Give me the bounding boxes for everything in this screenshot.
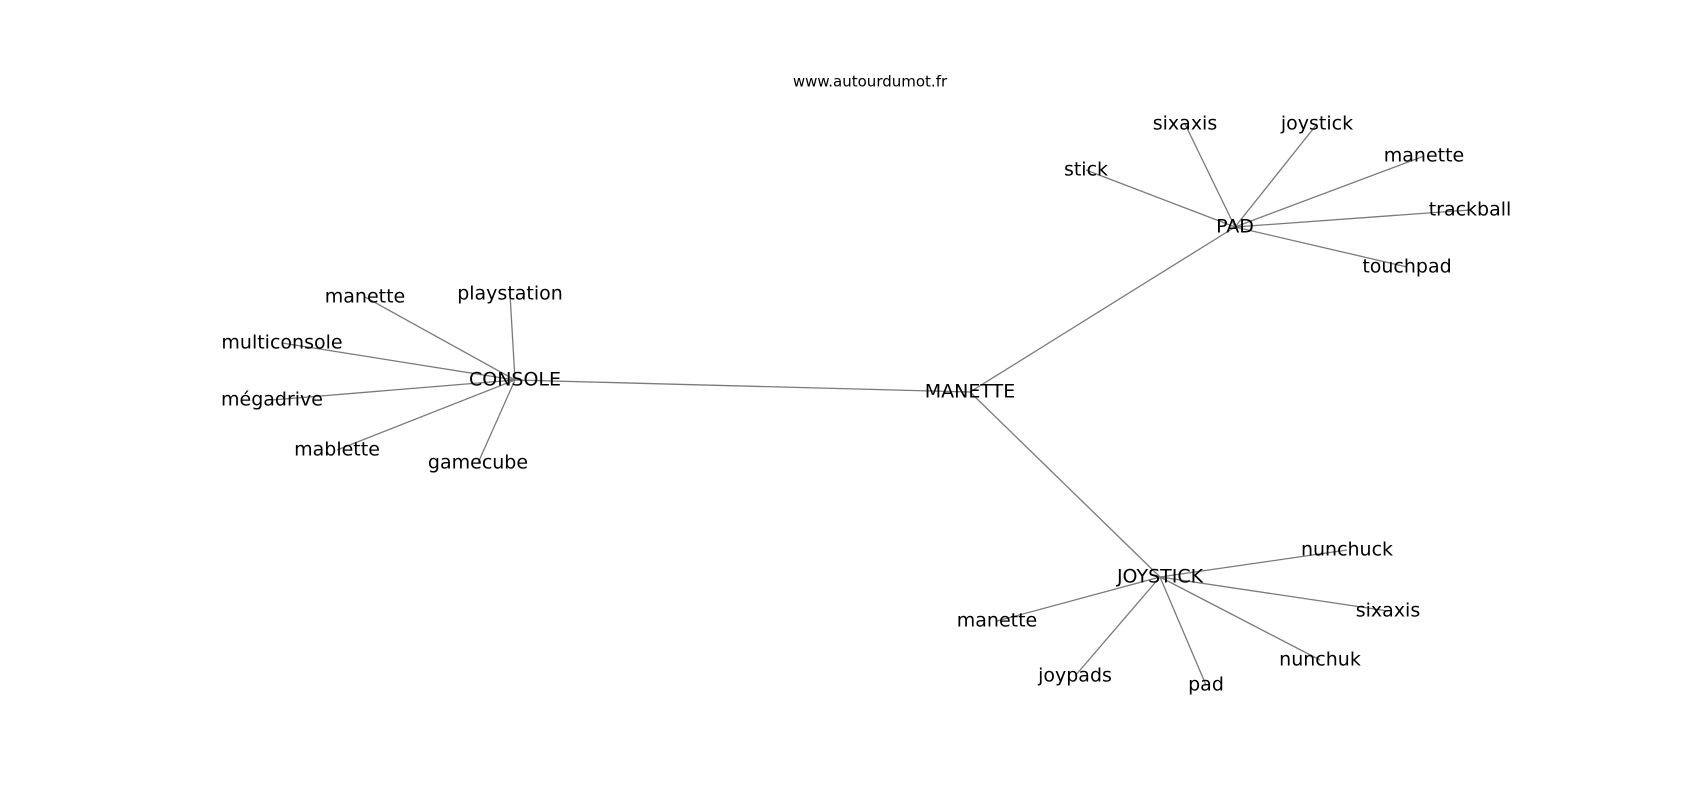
- leaf-node-pad-2: joystick: [1280, 113, 1353, 135]
- edge-root-console: [514, 379, 971, 393]
- edge-joystick-leaf-1: [1159, 576, 1389, 612]
- edge-pad-leaf-2: [1234, 123, 1318, 228]
- leaf-node-console-3: mégadrive: [221, 389, 323, 411]
- leaf-node-joystick-5: manette: [957, 610, 1037, 632]
- hub-node-pad: PAD: [1216, 216, 1254, 238]
- edge-console-leaf-5: [477, 379, 516, 464]
- edge-joystick-leaf-5: [996, 576, 1161, 622]
- edge-console-leaf-0: [364, 296, 516, 381]
- edge-pad-leaf-1: [1184, 123, 1236, 228]
- edge-joystick-leaf-2: [1159, 576, 1321, 661]
- hub-node-joystick: JOYSTICK: [1116, 566, 1204, 588]
- edge-root-pad: [969, 226, 1236, 393]
- hub-node-console: CONSOLE: [469, 369, 561, 391]
- edge-joystick-leaf-0: [1159, 549, 1348, 578]
- leaf-node-console-0: manette: [325, 286, 405, 308]
- edge-pad-leaf-5: [1234, 226, 1408, 268]
- leaf-node-console-4: mablette: [294, 439, 380, 461]
- leaf-node-joystick-1: sixaxis: [1356, 600, 1421, 622]
- edge-joystick-leaf-3: [1159, 576, 1207, 686]
- edge-console-leaf-4: [336, 379, 516, 451]
- edge-joystick-leaf-4: [1074, 576, 1161, 677]
- edge-console-leaf-1: [509, 293, 516, 381]
- leaf-node-console-1: playstation: [457, 283, 563, 305]
- leaf-node-joystick-3: pad: [1188, 674, 1224, 696]
- leaf-node-joystick-0: nunchuck: [1301, 539, 1393, 561]
- leaf-node-console-5: gamecube: [428, 452, 528, 474]
- edge-root-joystick: [969, 391, 1161, 578]
- edge-console-leaf-3: [271, 379, 516, 401]
- edge-pad-leaf-0: [1085, 169, 1236, 228]
- leaf-node-joystick-2: nunchuk: [1279, 649, 1361, 671]
- root-node-label: MANETTE: [925, 381, 1016, 403]
- edges-layer: [271, 123, 1471, 686]
- edge-console-leaf-2: [281, 342, 516, 381]
- leaf-node-console-2: multiconsole: [221, 332, 342, 354]
- leaf-node-pad-3: manette: [1384, 145, 1464, 167]
- leaf-node-pad-0: stick: [1064, 159, 1108, 181]
- leaf-node-pad-4: trackball: [1429, 199, 1512, 221]
- leaf-node-pad-1: sixaxis: [1153, 113, 1218, 135]
- leaf-node-joystick-4: joypads: [1037, 665, 1112, 687]
- watermark-text: www.autourdumot.fr: [793, 73, 948, 91]
- labels-layer: MANETTE CONSOLE manette playstation multicon…: [221, 113, 1511, 696]
- edge-pad-leaf-3: [1234, 155, 1425, 228]
- leaf-node-pad-5: touchpad: [1362, 256, 1451, 278]
- edge-pad-leaf-4: [1234, 209, 1471, 228]
